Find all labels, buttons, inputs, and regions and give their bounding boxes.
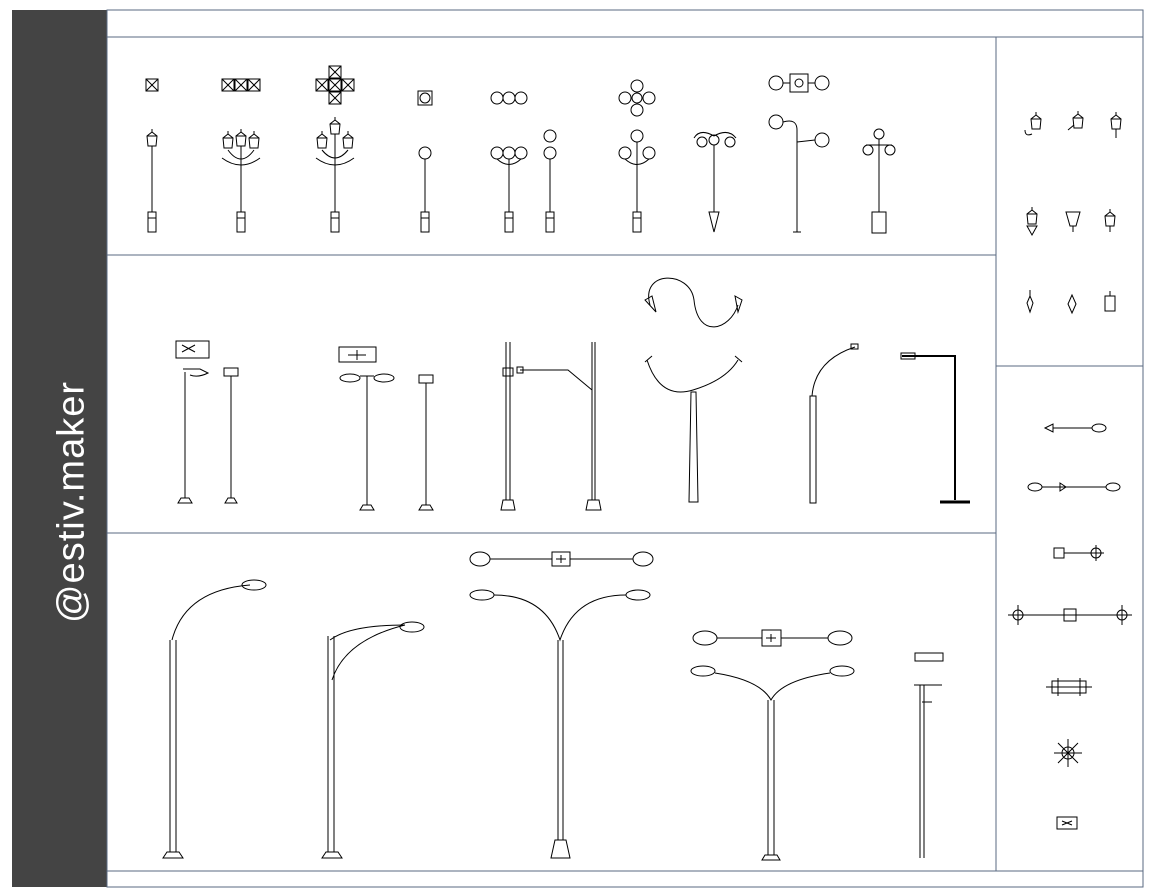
lamp-single-lantern	[145, 78, 159, 233]
lamp-triple-globe	[490, 91, 528, 233]
pole-single-shoebox	[175, 340, 210, 504]
highway-pole-single-arc	[162, 579, 267, 859]
lamp-double-arm-globe	[768, 73, 830, 233]
pole-curved-double-arm	[644, 277, 743, 503]
watermark-sidebar: @estiv.maker	[12, 10, 107, 887]
wall-lantern-5	[1065, 211, 1081, 232]
pole-small-post-top	[223, 367, 239, 504]
pole-swan-neck	[809, 343, 859, 504]
lamp-triple-lantern	[221, 78, 261, 233]
pole-small-post-top-2	[418, 374, 434, 511]
section-wall-lanterns	[1024, 110, 1122, 315]
plan-single-arm	[1043, 423, 1107, 433]
highway-pole-y-double	[469, 551, 654, 859]
lamp-single-globe	[417, 90, 433, 233]
lamp-double-globe-slim	[543, 129, 557, 233]
wall-lantern-7	[1026, 290, 1034, 314]
section-decorative-lamps	[145, 65, 896, 234]
pole-double-shoebox	[338, 346, 395, 511]
plan-twin-spike	[1008, 605, 1132, 625]
wall-lantern-1	[1024, 111, 1042, 136]
plan-double-arm	[1027, 482, 1121, 492]
lamp-quad-lantern	[315, 65, 355, 233]
sheet-frame	[106, 9, 1144, 888]
pole-tall-plain	[500, 342, 516, 511]
wall-lantern-2	[1067, 110, 1084, 131]
wall-lantern-3	[1110, 111, 1122, 138]
plan-small-box	[1056, 816, 1078, 830]
wall-lantern-9	[1104, 291, 1116, 312]
lamp-ornate-arms	[693, 132, 737, 233]
wall-lantern-6	[1104, 208, 1116, 232]
pole-l-shape	[900, 352, 970, 504]
section-plan-view-symbols	[1008, 423, 1132, 830]
highway-pole-slim-bracket	[914, 652, 944, 858]
highway-pole-braced-arc	[321, 621, 425, 859]
lamp-quad-globe	[618, 79, 656, 233]
wall-lantern-4	[1026, 206, 1038, 237]
plan-star	[1054, 739, 1082, 767]
lamp-five-globe-cluster	[862, 128, 896, 234]
section-park-street-poles	[175, 277, 970, 511]
plan-box-spike	[1046, 678, 1092, 696]
pole-tall-side-arm	[516, 342, 602, 511]
wall-lantern-8	[1067, 293, 1077, 315]
section-highway-poles	[162, 551, 944, 861]
highway-pole-y-wide	[690, 629, 855, 861]
plan-wall-mount	[1053, 545, 1104, 561]
